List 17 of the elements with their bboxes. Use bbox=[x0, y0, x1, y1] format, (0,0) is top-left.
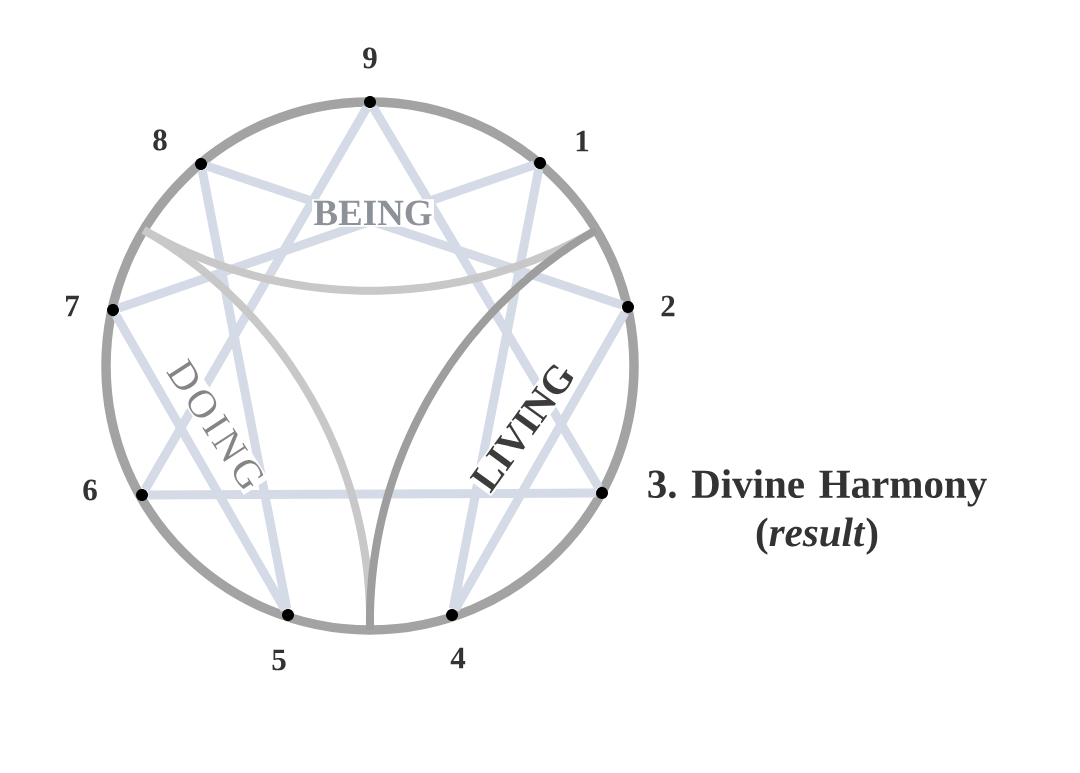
point-label: 8 bbox=[153, 129, 167, 151]
star-line bbox=[448, 168, 544, 610]
point-label: 4 bbox=[450, 647, 466, 669]
point-label: 2 bbox=[661, 295, 675, 317]
star-line bbox=[197, 169, 292, 610]
star-line bbox=[141, 105, 371, 492]
point-label: 6 bbox=[83, 479, 97, 501]
point-label: 1 bbox=[576, 130, 589, 152]
point-label: 7 bbox=[66, 295, 79, 317]
star-line bbox=[369, 105, 603, 490]
point-label: 3. Divine Harmony (result) bbox=[648, 469, 987, 555]
region-label: BEING bbox=[312, 199, 434, 227]
point-label: 9 bbox=[363, 47, 377, 69]
star-line bbox=[451, 310, 629, 612]
point-label: 5 bbox=[272, 649, 286, 671]
star-line bbox=[112, 313, 289, 612]
star-line bbox=[148, 488, 596, 500]
